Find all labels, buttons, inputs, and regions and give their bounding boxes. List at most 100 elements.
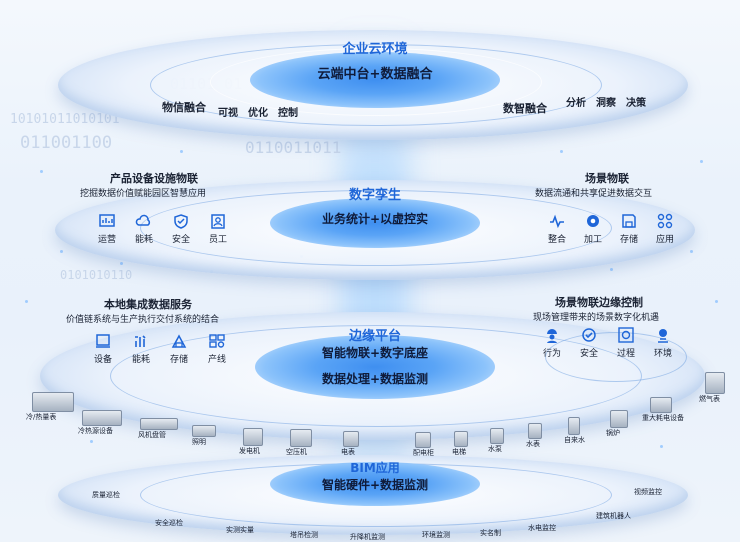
sparkle-dot xyxy=(90,440,93,443)
storage-icon xyxy=(168,332,190,350)
energy-icon xyxy=(130,332,152,350)
edge-left-icon-label: 产线 xyxy=(207,355,226,365)
sparkle-dot xyxy=(40,170,43,173)
edge-right-icon-label: 过程 xyxy=(616,349,635,359)
device-image xyxy=(490,428,504,444)
bim-item-label: 环境监测 xyxy=(422,531,450,539)
edge-left-icon-label: 能耗 xyxy=(131,355,150,365)
sparkle-dot xyxy=(610,268,613,271)
device-image xyxy=(82,410,122,426)
device-image xyxy=(32,392,74,412)
environment-icon xyxy=(652,326,674,344)
twin-left-header-title: 产品设备设施物联 xyxy=(110,172,198,185)
bim-item-label: 建筑机器人 xyxy=(596,512,631,520)
device-label: 自来水 xyxy=(564,436,585,444)
edge-right-header-desc: 现场管理带来的场景数字化机遇 xyxy=(533,313,660,323)
device-label: 燃气表 xyxy=(699,395,720,403)
device-image xyxy=(290,429,312,447)
save-icon xyxy=(618,212,640,230)
bim-item-label: 安全巡检 xyxy=(155,519,183,527)
twin-layer-title: 数字孪生 xyxy=(348,188,401,203)
device-label: 电梯 xyxy=(452,448,466,456)
twin-right-icon-label: 应用 xyxy=(655,235,674,245)
bim-item-label: 质量巡检 xyxy=(92,491,120,499)
gear-icon xyxy=(582,212,604,230)
twin-left-header-desc: 挖掘数据价值赋能园区智慧应用 xyxy=(80,189,207,199)
twin-right-header-title: 场景物联 xyxy=(585,172,629,185)
binary-text: 011001100 xyxy=(20,133,113,153)
cloud-layer-ring xyxy=(150,44,602,126)
device-image xyxy=(528,423,542,439)
edge-left-header-desc: 价值链系统与生产执行交付系统的结合 xyxy=(66,315,220,325)
sparkle-dot xyxy=(120,262,123,265)
safety-icon xyxy=(578,326,600,344)
twin-left-icon-label: 员工 xyxy=(208,235,227,245)
device-label: 重大耗电设备 xyxy=(642,414,684,422)
edge-layer-core xyxy=(255,335,495,399)
device-label: 电表 xyxy=(341,448,355,456)
device-image xyxy=(343,431,359,447)
cloud-left-item: 可视 xyxy=(218,108,238,119)
edge-left-icon-label: 存储 xyxy=(169,355,188,365)
edge-left-icon-label: 设备 xyxy=(93,355,112,365)
sparkle-dot xyxy=(60,250,63,253)
device-label: 风机盘管 xyxy=(138,431,166,439)
process-icon xyxy=(615,326,637,344)
twin-right-icon-label: 加工 xyxy=(583,235,602,245)
device-image xyxy=(192,425,216,437)
twin-right-icon-label: 存储 xyxy=(619,235,638,245)
device-label: 照明 xyxy=(192,438,206,446)
bim-item-label: 水电监控 xyxy=(528,524,556,532)
device-label: 发电机 xyxy=(239,447,260,455)
binary-text: 0101010110 xyxy=(60,268,133,282)
production-icon xyxy=(206,332,228,350)
cloud-right-item: 分析 xyxy=(566,98,586,109)
device-label: 空压机 xyxy=(286,448,307,456)
device-image xyxy=(415,432,431,448)
edge-right-icon-label: 环境 xyxy=(653,349,672,359)
bim-layer-subtitle: 智能硬件+数据监测 xyxy=(321,478,429,492)
shield-icon xyxy=(170,212,192,230)
device-image xyxy=(610,410,628,428)
device-image xyxy=(568,417,580,435)
binary-text: 10101011010101 xyxy=(10,112,120,127)
edge-layer-subtitle-2: 数据处理+数据监测 xyxy=(321,372,429,386)
device-label: 冷/热量表 xyxy=(26,413,57,421)
edge-layer-subtitle-1: 智能物联+数字底座 xyxy=(321,346,429,360)
sparkle-dot xyxy=(25,300,28,303)
sparkle-dot xyxy=(180,150,183,153)
cloud-left-item: 控制 xyxy=(278,108,298,119)
twin-left-icon-label: 运营 xyxy=(97,235,116,245)
device-label: 水泵 xyxy=(488,445,502,453)
bim-item-label: 实名制 xyxy=(480,529,501,537)
cloud-left-group-title: 物信融合 xyxy=(162,101,206,114)
edge-left-header-title: 本地集成数据服务 xyxy=(104,298,192,311)
sparkle-dot xyxy=(715,300,718,303)
device-label: 冷热源设备 xyxy=(78,427,113,435)
grid-icon xyxy=(654,212,676,230)
sparkle-dot xyxy=(660,445,663,448)
bim-layer-title: BIM应用 xyxy=(350,461,400,475)
bim-item-label: 实测实量 xyxy=(226,526,254,534)
cloud-layer-title: 企业云环境 xyxy=(342,42,408,57)
cloud-layer-inner-ring xyxy=(210,48,542,116)
bim-item-label: 视频监控 xyxy=(634,488,662,496)
cloud-right-group-title: 数智融合 xyxy=(503,102,547,115)
sparkle-dot xyxy=(690,250,693,253)
twin-right-header-desc: 数据流通和共享促进数据交互 xyxy=(535,189,653,199)
bim-item-label: 升降机监测 xyxy=(350,533,385,541)
edge-right-header-title: 场景物联边缘控制 xyxy=(555,296,643,309)
sparkle-dot xyxy=(700,160,703,163)
binary-text: 0110011011 xyxy=(245,138,342,157)
edge-layer-title: 边缘平台 xyxy=(348,329,401,344)
device-image xyxy=(454,431,468,447)
bim-item-label: 塔吊检测 xyxy=(290,531,318,539)
cloud-right-item: 洞察 xyxy=(596,98,616,109)
twin-left-icon-label: 能耗 xyxy=(134,235,153,245)
bim-layer-core xyxy=(270,462,480,506)
twin-right-icon-label: 整合 xyxy=(547,235,566,245)
cloud-right-item: 决策 xyxy=(626,98,646,109)
device-icon xyxy=(92,332,114,350)
device-image xyxy=(650,397,672,413)
cloud-icon xyxy=(133,212,155,230)
